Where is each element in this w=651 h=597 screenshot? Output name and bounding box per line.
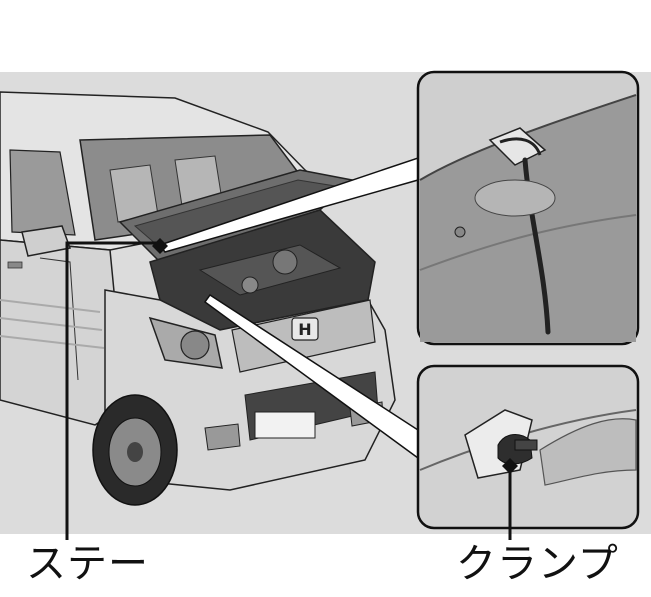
- car-illustration: H: [0, 91, 396, 506]
- label-stay: ステー: [26, 541, 149, 587]
- leader-clamp-marker: [502, 458, 518, 474]
- inset-stay-detail: [416, 70, 640, 346]
- leader-stay-marker: [152, 238, 168, 254]
- inset-clamp-detail: [416, 364, 640, 530]
- brand-logo: H: [298, 320, 311, 339]
- label-clamp: クランプ: [456, 541, 619, 587]
